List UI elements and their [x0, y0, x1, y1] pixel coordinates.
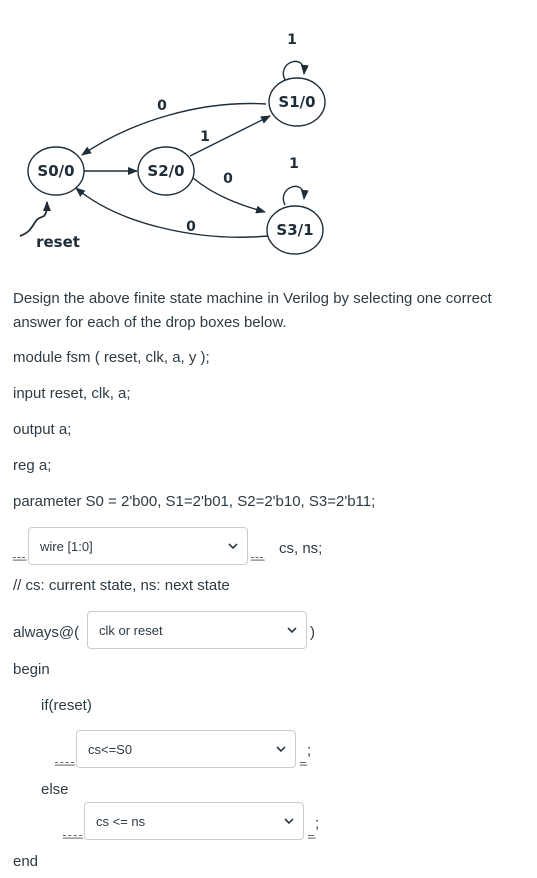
dropdown-reset-assignment[interactable]: cs<=S0 [76, 730, 296, 768]
state-s3: S3/1 [266, 205, 324, 255]
blank-else-after: _ [308, 824, 315, 839]
code-else: else [41, 781, 69, 798]
code-reg-line: reg a; [13, 457, 52, 474]
label-s1-to-s0: 0 [157, 98, 167, 114]
label-s2-to-s1: 1 [200, 129, 210, 145]
code-if-reset: if(reset) [41, 697, 92, 714]
blank-else-before: ___ [63, 824, 83, 839]
question-prompt: Design the above finite state machine in… [13, 290, 492, 331]
transition-s3-to-s0 [75, 187, 269, 238]
label-s3-to-s0: 0 [186, 219, 196, 235]
code-module-line: module fsm ( reset, clk, a, y ); [13, 349, 210, 366]
state-s2-label: S2/0 [147, 162, 184, 180]
blank-reset-after: _ [300, 751, 307, 766]
code-always-prefix: always@( [13, 624, 80, 641]
transition-s2-to-s1 [189, 115, 271, 157]
chevron-down-icon [287, 627, 297, 634]
chevron-down-icon [228, 543, 238, 550]
state-s0-label: S0/0 [37, 162, 74, 180]
blank-reset-before: ___ [55, 751, 75, 766]
dropdown-sensitivity-list-value: clk or reset [99, 622, 163, 638]
code-cs-ns-tail: cs, ns; [279, 540, 323, 557]
state-s1-label: S1/0 [278, 93, 315, 111]
code-output-line: output a; [13, 421, 72, 438]
code-parameter-line: parameter S0 = 2'b00, S1=2'b01, S2=2'b10… [13, 493, 376, 510]
code-always-suffix: ) [310, 624, 315, 641]
chevron-down-icon [284, 818, 294, 825]
label-s1-self: 1 [287, 32, 297, 48]
dropdown-state-declaration[interactable]: wire [1:0] [28, 527, 248, 565]
code-comment-line: // cs: current state, ns: next state [13, 577, 230, 594]
blank-decl-after: __ [251, 546, 265, 561]
state-s3-label: S3/1 [276, 221, 313, 239]
transition-s3-self [282, 185, 309, 206]
transition-s2-to-s3 [192, 177, 266, 214]
code-input-line: input reset, clk, a; [13, 385, 131, 402]
chevron-down-icon [276, 746, 286, 753]
label-s2-to-s3: 0 [223, 171, 233, 187]
label-s3-self: 1 [289, 156, 299, 172]
code-semicolon-reset: ; [307, 742, 312, 759]
reset-arrow [19, 201, 51, 237]
fsm-state-diagram: S0/0 S1/0 S2/0 S3/1 1 0 1 0 1 0 reset [19, 32, 326, 255]
dropdown-else-assignment[interactable]: cs <= ns [84, 802, 304, 840]
dropdown-sensitivity-list[interactable]: clk or reset [87, 611, 307, 649]
blank-decl-before: __ [13, 546, 27, 561]
code-semicolon-else: ; [315, 815, 320, 832]
dropdown-reset-assignment-value: cs<=S0 [88, 741, 133, 757]
transition-s1-to-s0 [81, 102, 267, 156]
reset-label: reset [36, 233, 80, 251]
state-s1: S1/0 [268, 77, 326, 127]
state-s2: S2/0 [137, 146, 195, 196]
code-end: end [13, 853, 39, 870]
dropdown-state-declaration-value: wire [1:0] [40, 538, 93, 554]
dropdown-else-assignment-value: cs <= ns [96, 813, 146, 829]
state-s0: S0/0 [27, 146, 85, 196]
code-begin: begin [13, 661, 50, 678]
transition-s1-self [282, 60, 309, 81]
